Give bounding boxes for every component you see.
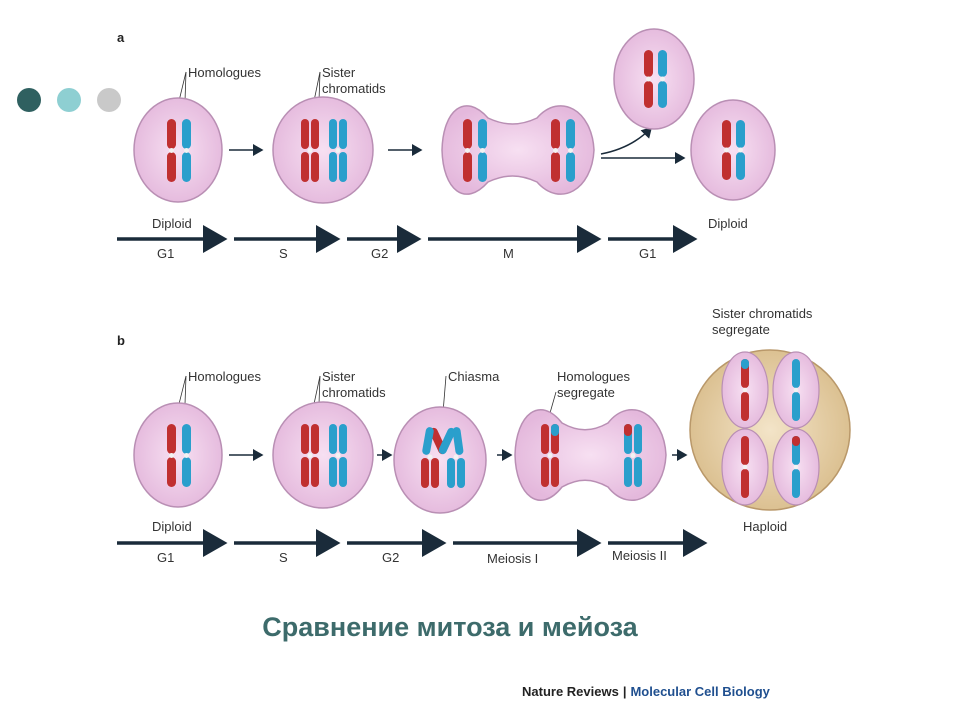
cell-m-dividing-a — [441, 105, 595, 195]
red-chromosome — [167, 424, 176, 487]
homologues-label-a: Homologues — [188, 65, 261, 80]
red-chromosome — [551, 119, 560, 182]
homologues-segregate-label: Homologues — [557, 369, 630, 384]
arrow — [600, 126, 653, 155]
phase-timeline-b: G1 S G2 Meiosis I Meiosis II — [117, 529, 708, 566]
chiasma-label: Chiasma — [448, 369, 500, 384]
segregate-label-2: segregate — [712, 322, 770, 337]
cell-chiasma — [393, 406, 487, 514]
cell-g1-a — [133, 97, 223, 203]
blue-sister-chromatids — [329, 424, 347, 487]
sister-label-a: Sister — [322, 65, 356, 80]
haploid-cell-bottom-left — [721, 428, 769, 506]
panel-b-letter: b — [117, 333, 125, 348]
haploid-cell-top-left — [721, 351, 769, 429]
blue-chromatids-crossing — [422, 427, 465, 488]
phase-label: M — [503, 246, 514, 261]
phase-label: G2 — [382, 550, 399, 565]
sister-label-b: Sister — [322, 369, 356, 384]
decor-dot-2 — [57, 88, 81, 112]
red-sister-chromatids — [301, 119, 319, 182]
phase-label: G1 — [157, 550, 174, 565]
red-sister-chromatids — [301, 424, 319, 487]
cell-s-b — [272, 401, 374, 509]
recombinant-chromosome-right — [624, 424, 642, 487]
phase-timeline-a: G1 S G2 M G1 — [117, 225, 698, 261]
daughter-cell-top — [613, 28, 695, 130]
segregate-label: segregate — [557, 385, 615, 400]
red-chromosome — [644, 50, 653, 108]
phase-label: G1 — [639, 246, 656, 261]
decor-dot-3 — [97, 88, 121, 112]
diploid-end-label-a: Diploid — [708, 216, 748, 231]
decor-dot-1 — [17, 88, 41, 112]
haploid-products — [689, 349, 851, 511]
cell-g1-b — [133, 402, 223, 508]
panel-b: b Homologues Sister chromatids Chiasma H… — [117, 306, 851, 566]
haploid-cell-top-right — [772, 351, 820, 429]
cell-meiosis-i-dividing — [514, 409, 667, 501]
blue-chromosome — [478, 119, 487, 182]
slide-title: Сравнение митоза и мейоза — [262, 612, 638, 642]
phase-label: Meiosis II — [612, 548, 667, 563]
diploid-label-a: Diploid — [152, 216, 192, 231]
blue-chromosome — [566, 119, 575, 182]
sister-chromatids-segregate-label: Sister chromatids — [712, 306, 813, 321]
blue-chromosome — [182, 119, 191, 182]
daughter-cell-bottom — [690, 99, 776, 201]
credit-separator: | — [622, 684, 627, 699]
chromatids-label-b: chromatids — [322, 385, 386, 400]
red-chromosome — [722, 120, 731, 180]
cell-s-a — [272, 96, 374, 204]
phase-label: G1 — [157, 246, 174, 261]
haploid-label: Haploid — [743, 519, 787, 534]
homologues-label-b: Homologues — [188, 369, 261, 384]
recombinant-chromosome-left — [541, 424, 559, 487]
diploid-label-b: Diploid — [152, 519, 192, 534]
phase-label: Meiosis I — [487, 551, 538, 566]
blue-chromosome — [736, 120, 745, 180]
credit-journal: Nature Reviews — [522, 684, 619, 699]
chromatids-label-a: chromatids — [322, 81, 386, 96]
blue-chromosome — [658, 50, 667, 108]
source-credit: Nature Reviews|Molecular Cell Biology — [522, 684, 770, 699]
phase-label: S — [279, 246, 288, 261]
credit-series: Molecular Cell Biology — [630, 684, 770, 699]
blue-chromosome — [182, 424, 191, 487]
phase-label: G2 — [371, 246, 388, 261]
panel-a-letter: a — [117, 30, 125, 45]
blue-sister-chromatids — [329, 119, 347, 182]
red-chromosome — [167, 119, 176, 182]
panel-a: a Homologues Sister chromatids — [117, 28, 776, 261]
phase-label: S — [279, 550, 288, 565]
haploid-cell-bottom-right — [772, 428, 820, 506]
red-chromosome — [463, 119, 472, 182]
